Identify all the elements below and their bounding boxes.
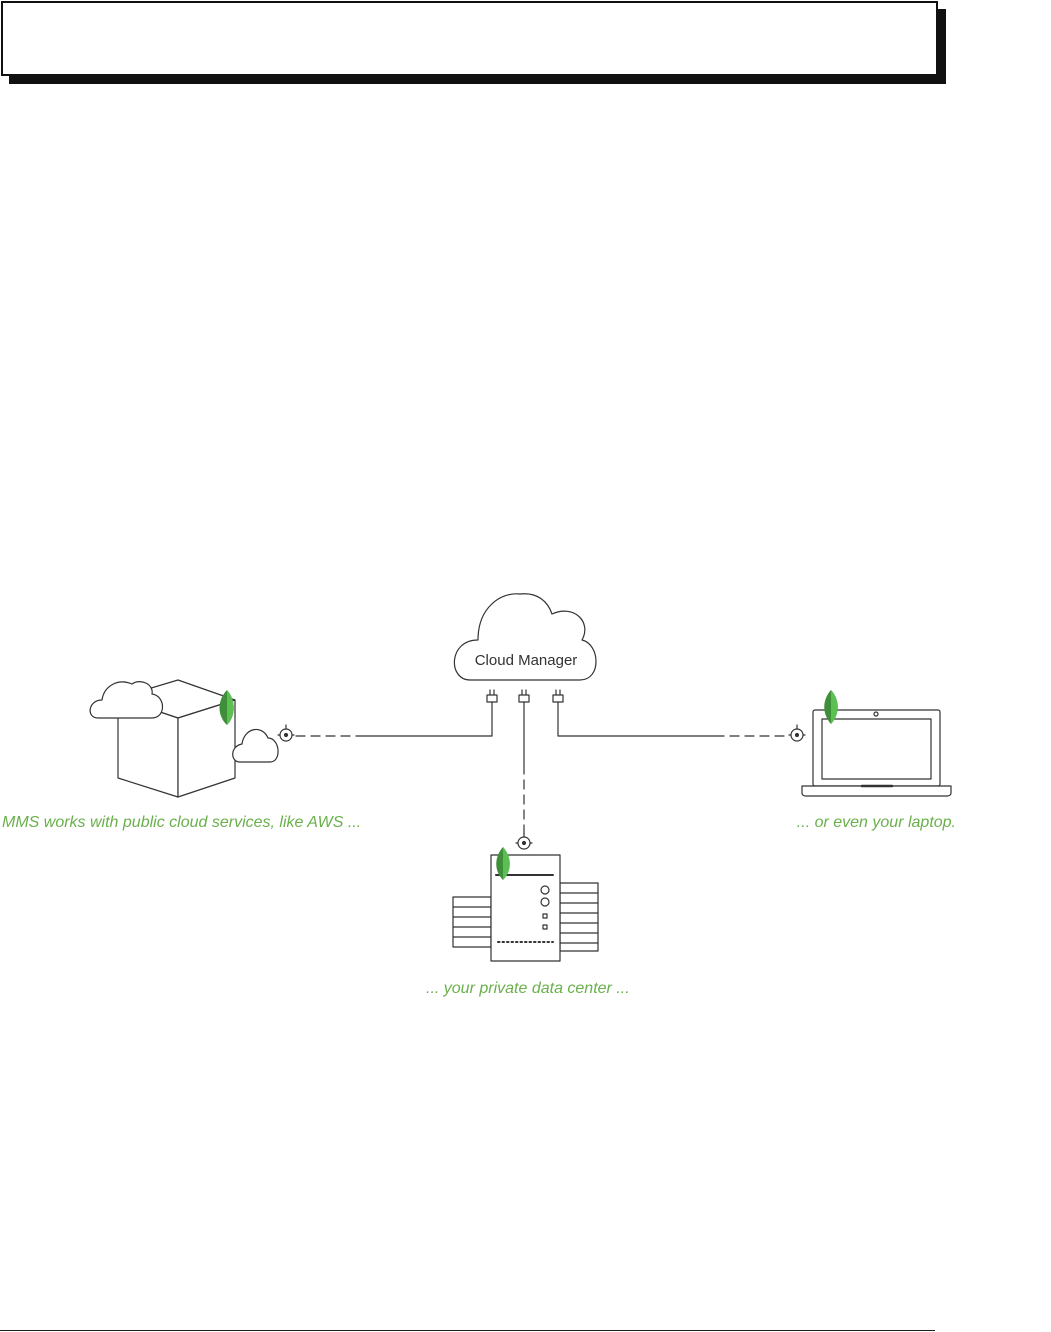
agent-icon-laptop xyxy=(788,724,806,742)
deployment-diagram: Cloud Manager xyxy=(89,593,952,962)
agent-icon-datacenter xyxy=(515,832,533,850)
cloud-icon-left xyxy=(89,681,164,719)
connection-line-laptop xyxy=(557,701,789,737)
public-cloud-icon xyxy=(89,679,279,798)
agent-icon-cloud xyxy=(277,724,295,742)
connection-line-cloud xyxy=(295,701,493,737)
plug-icon-left xyxy=(486,689,498,703)
footer-rule xyxy=(0,1330,935,1331)
plug-icon-right xyxy=(552,689,564,703)
laptop-icon xyxy=(801,709,952,797)
server-rack-icon xyxy=(452,854,599,962)
mongodb-leaf-icon-cloud xyxy=(219,690,234,725)
cloud-manager-cloud-icon xyxy=(453,593,597,681)
mongodb-leaf-icon-laptop xyxy=(824,690,838,724)
caption-laptop: ... or even your laptop. xyxy=(796,814,956,831)
cloud-icon-right xyxy=(232,728,279,763)
mongodb-leaf-icon-datacenter xyxy=(496,847,510,880)
header-banner xyxy=(1,1,938,76)
caption-public-cloud: MMS works with public cloud services, li… xyxy=(2,814,362,831)
cloud-manager-label: Cloud Manager xyxy=(475,652,578,669)
plug-icon-center xyxy=(518,689,530,703)
caption-data-center: ... your private data center ... xyxy=(426,980,630,997)
